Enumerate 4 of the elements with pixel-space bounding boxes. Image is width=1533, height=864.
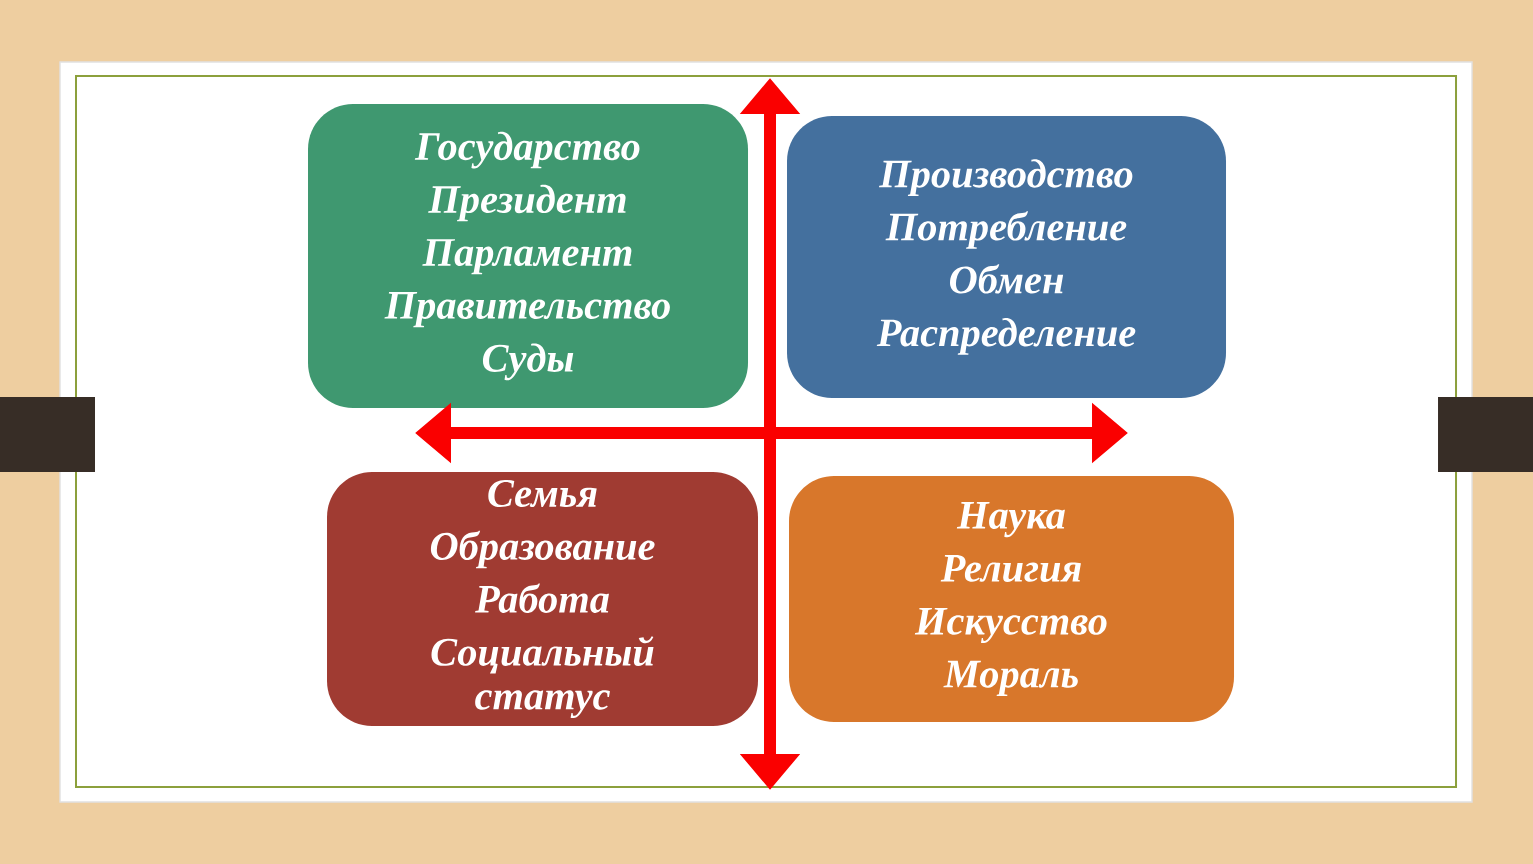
topic-box: Семья Образование Работа Социальный статус (327, 472, 758, 726)
topic-box: Государство Президент Парламент Правительство Суды (308, 103, 748, 408)
topic-box: Производство Потребление Обмен Распределение (787, 116, 1226, 398)
topic-box: Наука Религия Искусство Мораль (789, 476, 1234, 722)
